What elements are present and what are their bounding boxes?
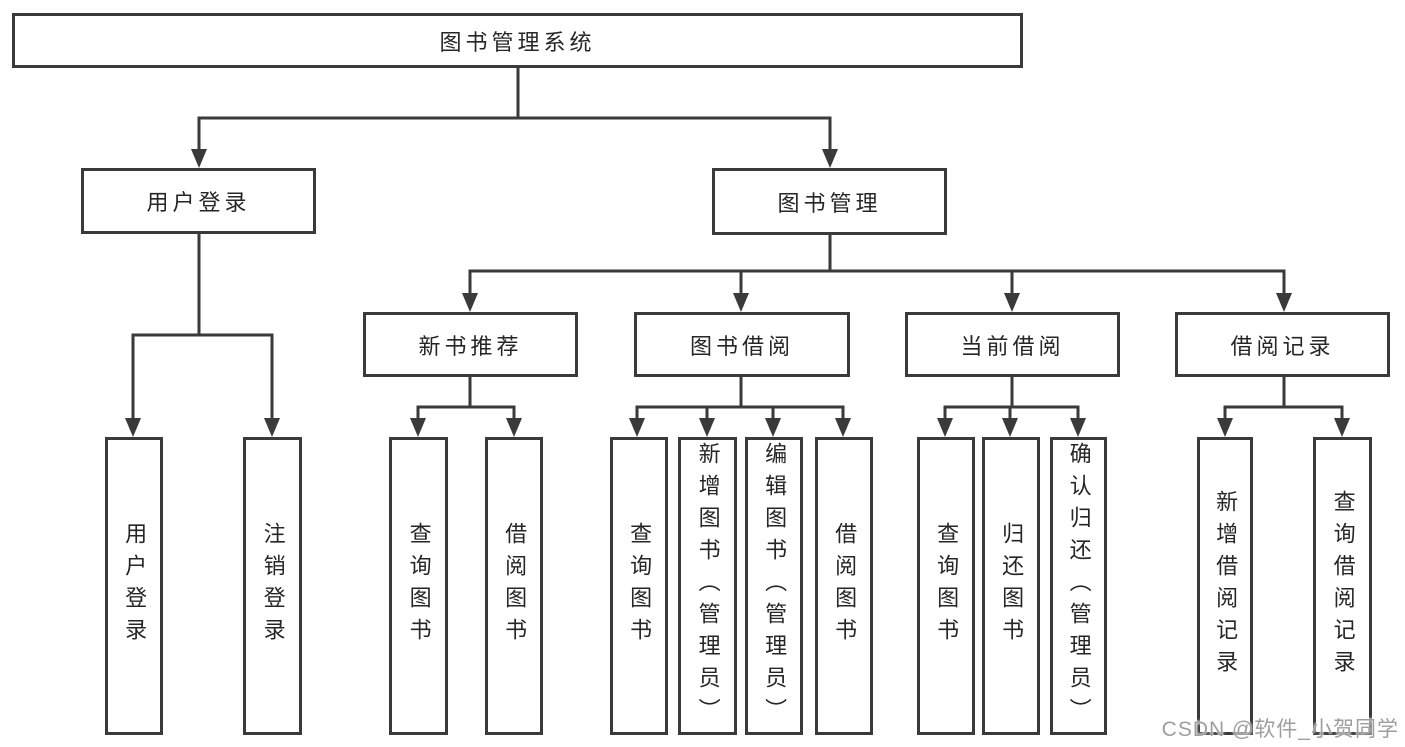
node-leaf-add-books-admin: 新增图书（管理员） xyxy=(678,437,737,735)
arrowhead-icon xyxy=(822,149,838,168)
arrowhead-icon xyxy=(937,418,953,437)
arrowhead-icon xyxy=(462,293,478,312)
node-leaf-return-books: 归还图书 xyxy=(982,437,1040,735)
arrowhead-icon xyxy=(1334,418,1350,437)
arrowhead-icon xyxy=(733,293,749,312)
node-root: 图书管理系统 xyxy=(12,13,1023,68)
connector-5 xyxy=(937,377,1086,437)
node-current-borrow: 当前借阅 xyxy=(905,312,1120,377)
node-leaf-logout: 注销登录 xyxy=(243,437,302,735)
node-leaf-query-books-3: 查询图书 xyxy=(917,437,975,735)
connector-4 xyxy=(629,377,851,437)
arrowhead-icon xyxy=(264,418,280,437)
arrowhead-icon xyxy=(1217,418,1233,437)
arrowhead-icon xyxy=(835,418,851,437)
arrowhead-icon xyxy=(699,418,715,437)
connector-3 xyxy=(410,377,522,437)
connector-0 xyxy=(191,68,838,168)
arrowhead-icon xyxy=(125,418,141,437)
node-leaf-confirm-return-admin: 确认归还（管理员） xyxy=(1050,437,1107,735)
node-leaf-add-borrow-record: 新增借阅记录 xyxy=(1197,437,1253,735)
arrowhead-icon xyxy=(1070,418,1086,437)
connector-6 xyxy=(1217,377,1350,437)
arrowhead-icon xyxy=(765,418,781,437)
node-leaf-user-login: 用户登录 xyxy=(105,437,163,735)
node-leaf-borrow-books-2: 借阅图书 xyxy=(815,437,873,735)
connector-1 xyxy=(125,234,280,437)
arrowhead-icon xyxy=(1004,293,1020,312)
node-user-login: 用户登录 xyxy=(81,168,316,234)
node-book-management: 图书管理 xyxy=(712,168,947,235)
node-leaf-query-borrow-record: 查询借阅记录 xyxy=(1313,437,1372,735)
node-book-borrow: 图书借阅 xyxy=(634,312,850,377)
arrowhead-icon xyxy=(506,418,522,437)
node-leaf-query-books-2: 查询图书 xyxy=(610,437,668,735)
watermark: CSDN @软件_小贺同学 xyxy=(1161,718,1399,741)
node-leaf-borrow-books-1: 借阅图书 xyxy=(485,437,543,735)
node-leaf-query-books-1: 查询图书 xyxy=(389,437,448,735)
node-new-book-recommend: 新书推荐 xyxy=(363,312,578,377)
node-leaf-edit-books-admin: 编辑图书（管理员） xyxy=(745,437,803,735)
node-borrow-records: 借阅记录 xyxy=(1175,312,1390,377)
arrowhead-icon xyxy=(191,149,207,168)
arrowhead-icon xyxy=(410,418,426,437)
connector-2 xyxy=(462,235,1292,312)
arrowhead-icon xyxy=(629,418,645,437)
arrowhead-icon xyxy=(1276,293,1292,312)
arrowhead-icon xyxy=(1002,418,1018,437)
